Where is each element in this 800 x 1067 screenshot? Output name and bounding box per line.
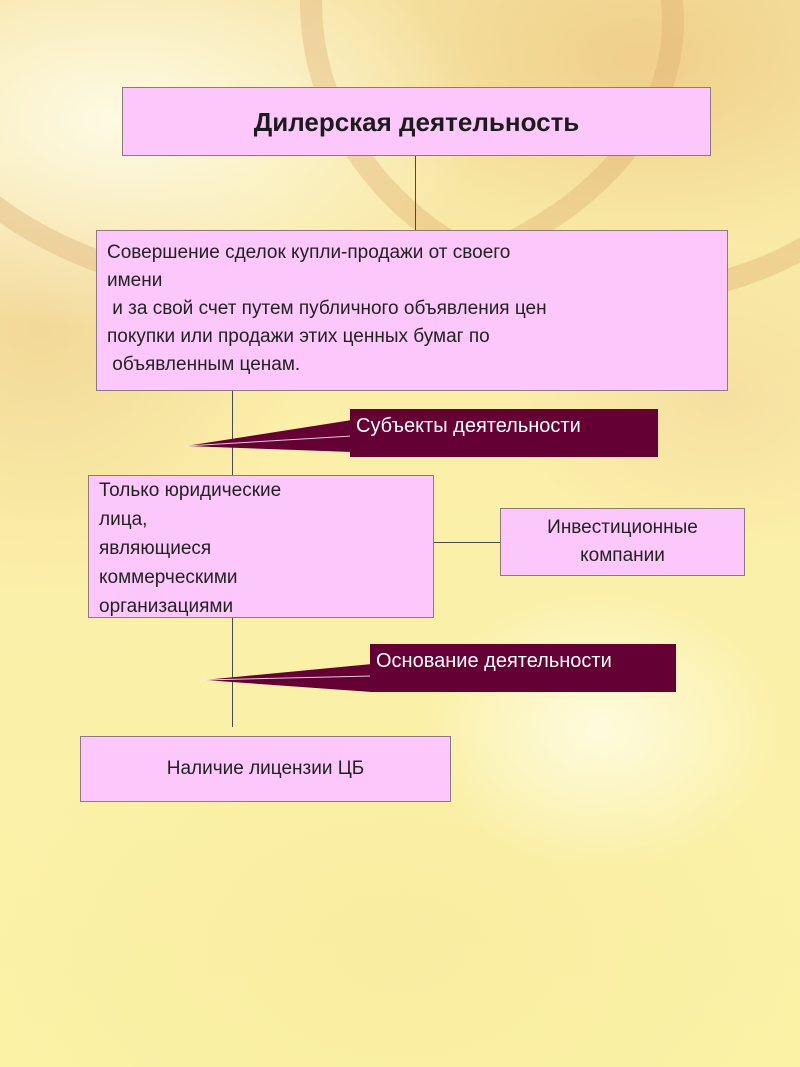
investment-box: Инвестиционные компании [500,508,745,576]
subjects-box: Только юридические лица, являющиеся комм… [88,475,434,618]
subjects-line: лица, [99,509,148,530]
basis-tag-text: Основание деятельности [376,650,612,672]
title-box: Дилерская деятельность [122,87,711,156]
definition-line: объявленным ценам. [107,354,301,375]
subjects-tag: Субъекты деятельности [350,409,658,457]
license-box: Наличие лицензии ЦБ [80,736,451,802]
connector-title-definition [415,155,416,233]
subjects-line: Только юридические [99,480,282,501]
connector-subjects-investment [433,542,501,543]
subjects-tag-pointer [186,420,352,452]
definition-box: Совершение сделок купли-продажи от своег… [96,230,728,391]
basis-tag: Основание деятельности [370,644,676,692]
connector-definition-subjects [232,390,233,478]
subjects-line: являющиеся [99,538,212,559]
investment-line: компании [580,545,665,566]
investment-line: Инвестиционные [547,517,698,538]
title-text: Дилерская деятельность [253,106,580,137]
connector-subjects-license [232,617,233,727]
subjects-tag-text: Субъекты деятельности [356,415,581,437]
subjects-line: коммерческими [99,567,238,588]
license-text: Наличие лицензии ЦБ [166,758,365,779]
definition-line: Совершение сделок купли-продажи от своег… [107,242,511,263]
subjects-line: организациями [99,596,234,617]
definition-line: и за свой счет путем публичного объявлен… [107,298,547,319]
definition-line: покупки или продажи этих ценных бумаг по [107,326,490,347]
definition-line: имени [107,270,163,291]
